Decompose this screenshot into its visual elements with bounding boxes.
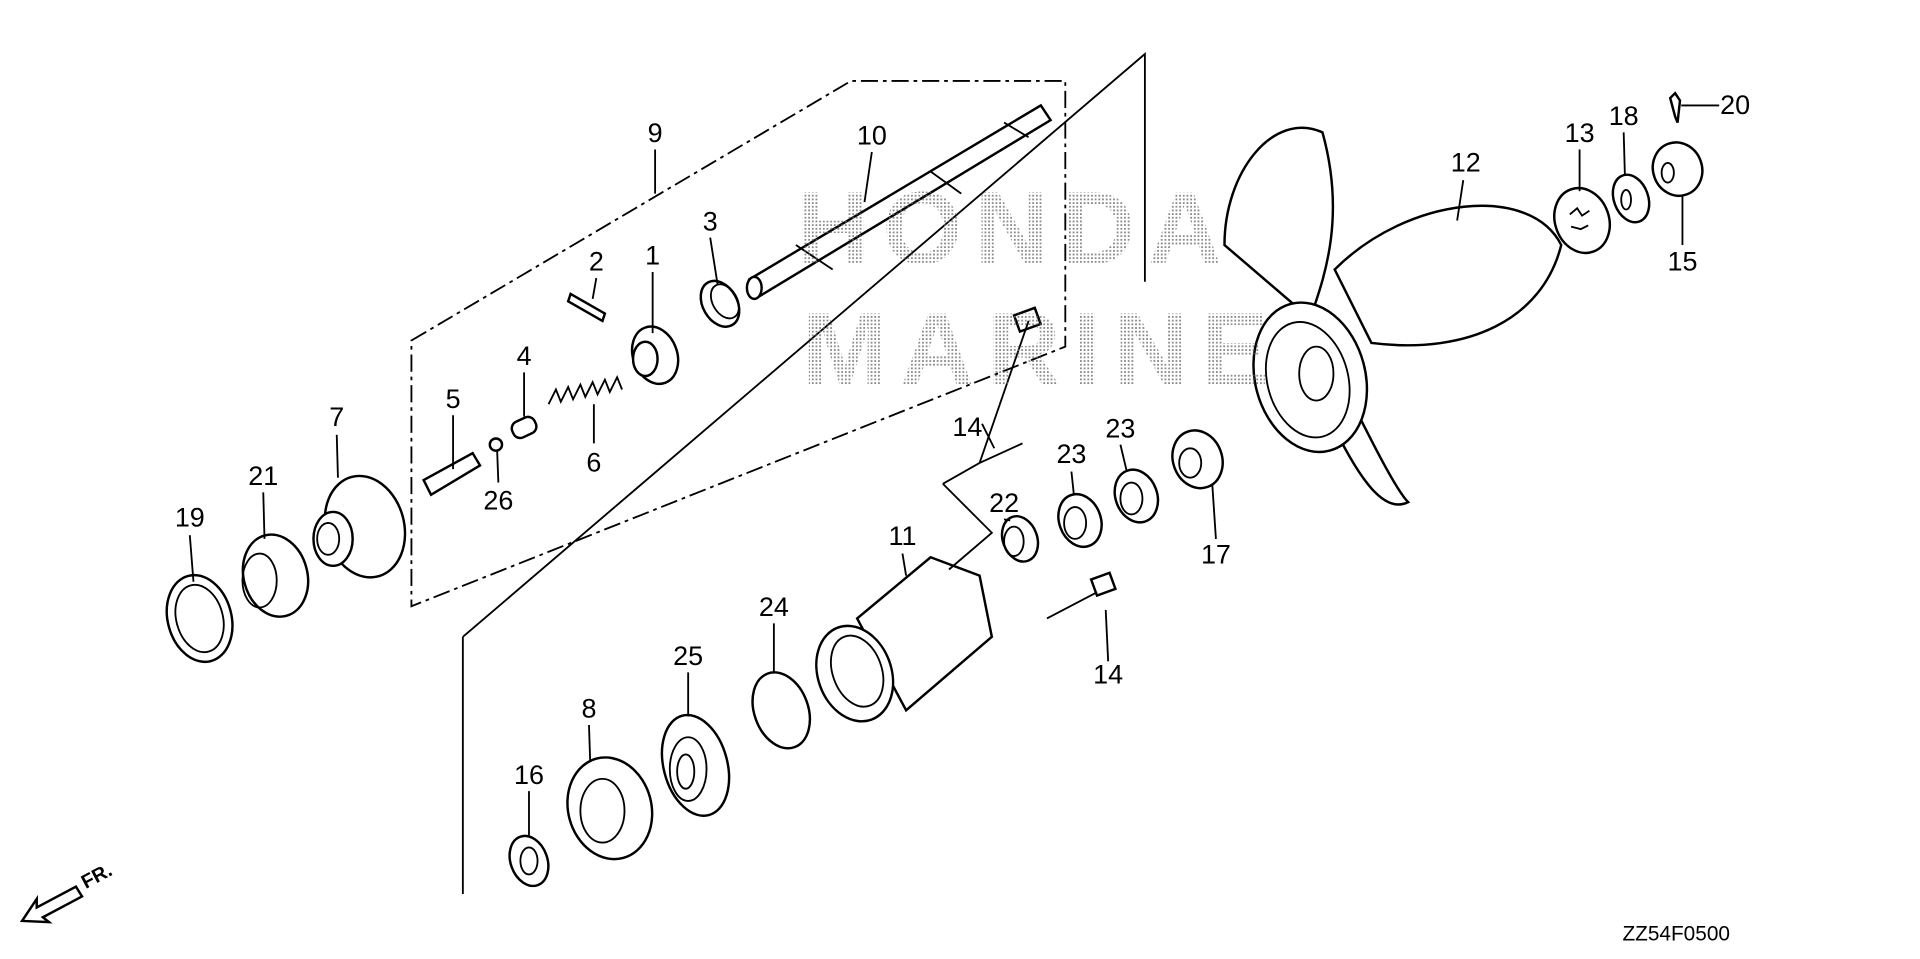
steel-ball (488, 437, 504, 452)
front-direction-arrow: FR. (19, 859, 116, 924)
thrust-washer (165, 573, 234, 664)
clutch-pin (566, 292, 607, 323)
callout-8: 8 (581, 694, 596, 724)
callout-18: 18 (1609, 101, 1639, 131)
callout-6: 6 (586, 448, 601, 478)
watermark-honda: HONDA (796, 170, 1234, 285)
callout-23-b: 23 (1105, 413, 1135, 443)
honda-marine-watermark: HONDA MARINE (796, 170, 1281, 407)
oil-seal-a (1057, 492, 1103, 549)
callout-5: 5 (446, 384, 461, 414)
callout-2: 2 (589, 247, 604, 277)
castle-nut (1651, 141, 1704, 197)
spring-ring (699, 279, 741, 328)
ball-bearing (660, 713, 731, 817)
callout-11: 11 (888, 521, 916, 551)
bearing-holder (815, 555, 994, 723)
reverse-gear (312, 474, 407, 579)
callout-10: 10 (857, 121, 887, 151)
leader-lines (188, 104, 1720, 836)
watermark-marine: MARINE (802, 292, 1281, 407)
washer-18 (1611, 173, 1651, 224)
figure-code: ZZ54F0500 (1622, 923, 1730, 946)
forward-gear (566, 756, 654, 861)
callout-14-lower: 14 (1093, 659, 1123, 689)
callout-3: 3 (703, 206, 718, 236)
callout-1: 1 (645, 241, 660, 271)
propeller (1223, 126, 1563, 506)
propeller-shaft (745, 103, 1053, 301)
needle-bearing (241, 533, 310, 618)
front-label: FR. (78, 859, 116, 893)
callout-19: 19 (175, 503, 205, 533)
callout-7: 7 (329, 402, 344, 432)
callout-21: 21 (248, 461, 278, 491)
cotter-pin (1668, 91, 1682, 124)
callout-15: 15 (1667, 247, 1697, 277)
callout-26: 26 (483, 486, 513, 516)
assembly-11-outline (461, 51, 1146, 894)
propeller-spacer (1553, 186, 1611, 255)
callout-12: 12 (1451, 148, 1481, 178)
callout-4: 4 (517, 341, 532, 371)
propeller-thrust-washer (1171, 429, 1224, 490)
assembly-9-outline (410, 80, 1067, 608)
bolt-lower (1046, 571, 1117, 620)
callout-16: 16 (514, 760, 544, 790)
needle-bearing-22 (1000, 515, 1040, 563)
push-rod (422, 451, 482, 497)
callout-14-upper: 14 (952, 412, 982, 442)
shim (508, 834, 550, 888)
callout-17: 17 (1201, 539, 1231, 569)
bolt-leader-line (942, 462, 994, 571)
callout-24: 24 (759, 592, 789, 622)
bolt-upper (978, 306, 1043, 464)
oil-seal-b (1113, 468, 1160, 524)
callout-23-a: 23 (1056, 439, 1086, 469)
callout-20: 20 (1720, 90, 1750, 120)
clutch-shifter (630, 325, 680, 386)
callout-13: 13 (1565, 118, 1595, 148)
callout-9: 9 (648, 118, 663, 148)
o-ring (751, 671, 812, 750)
shift-slider (510, 415, 538, 440)
callout-25: 25 (673, 641, 703, 671)
callout-22: 22 (989, 488, 1019, 518)
shift-spring (547, 375, 623, 405)
